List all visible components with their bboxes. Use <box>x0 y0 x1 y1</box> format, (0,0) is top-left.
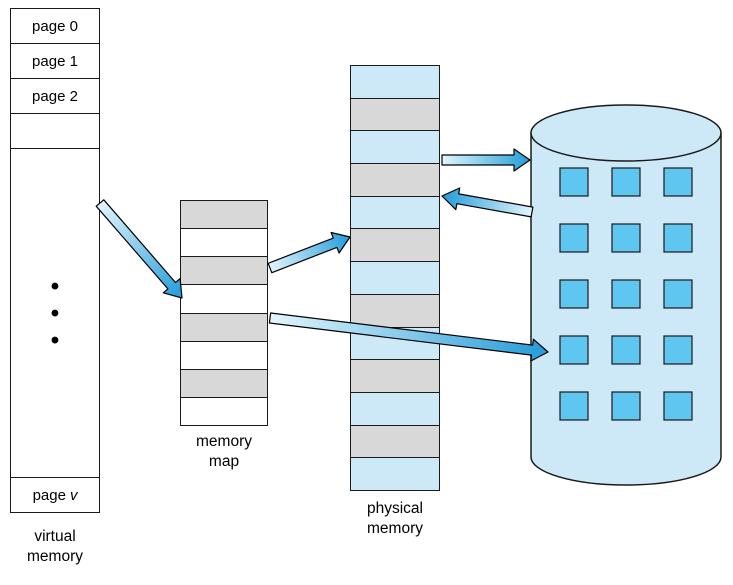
disk-block <box>559 167 589 197</box>
arrow-virtual-to-map <box>95 199 183 299</box>
disk-cylinder-top <box>530 104 722 162</box>
memory-map-cell <box>181 257 267 286</box>
arrow-disk-to-physical <box>441 187 534 218</box>
virtual-memory-label: virtual memory <box>27 528 83 566</box>
disk-block <box>611 335 641 365</box>
memory-map-column <box>180 200 268 426</box>
memory-map-cell <box>181 369 267 398</box>
page-0-cell: page 0 <box>11 9 99 44</box>
memory-map-cell <box>181 201 267 230</box>
disk-block <box>559 335 589 365</box>
disk-block <box>663 335 693 365</box>
disk-block <box>611 167 641 197</box>
physical-memory-frame-cell <box>351 229 439 263</box>
memory-map-cell <box>181 229 267 258</box>
disk-block <box>663 391 693 421</box>
physical-memory-frame-cell <box>351 458 439 490</box>
page-v-cell: page v <box>11 477 99 512</box>
virtual-memory-gap: • • • <box>11 149 99 477</box>
disk-block <box>611 279 641 309</box>
physical-memory-frame-cell <box>351 164 439 197</box>
physical-memory-frame-cell <box>351 131 439 165</box>
physical-memory-frame-cell <box>351 425 439 459</box>
physical-memory-frame-cell <box>351 98 439 132</box>
disk-block <box>559 223 589 253</box>
page-2-label: page 2 <box>32 87 78 105</box>
page-1-cell: page 1 <box>11 44 99 79</box>
ellipsis-dots: • • • <box>50 272 60 354</box>
disk-block <box>663 167 693 197</box>
disk-cylinder-body <box>530 132 722 486</box>
arrow-map-to-physical <box>267 231 351 274</box>
page-0-label: page 0 <box>32 17 78 35</box>
page-v-prefix: page <box>32 486 66 504</box>
memory-map-label: memory map <box>196 433 252 471</box>
page-v-index: v <box>69 486 78 504</box>
disk-block <box>611 391 641 421</box>
memory-map-cell <box>181 397 267 425</box>
disk-block <box>611 223 641 253</box>
page-1-label: page 1 <box>32 52 78 70</box>
physical-memory-frame-cell <box>351 196 439 230</box>
physical-memory-frame-cell <box>351 262 439 295</box>
physical-memory-frame-cell <box>351 327 439 361</box>
physical-memory-label: physical memory <box>367 500 423 538</box>
physical-memory-frame-cell <box>351 360 439 393</box>
memory-map-cell <box>181 313 267 342</box>
memory-map-cell <box>181 341 267 370</box>
disk-block <box>559 391 589 421</box>
physical-memory-frame-cell <box>351 66 439 99</box>
physical-memory-frame-cell <box>351 294 439 328</box>
disk-blocks <box>559 167 693 421</box>
physical-memory-column <box>350 65 440 491</box>
arrow-physical-to-disk <box>441 148 531 172</box>
page-2-cell: page 2 <box>11 79 99 114</box>
virtual-memory-column: page 0 page 1 page 2 • • • page v <box>10 8 100 513</box>
disk-block <box>663 279 693 309</box>
disk-block <box>559 279 589 309</box>
physical-memory-frame-cell <box>351 392 439 426</box>
empty-page-cell <box>11 114 99 149</box>
memory-map-cell <box>181 285 267 314</box>
disk-block <box>663 223 693 253</box>
